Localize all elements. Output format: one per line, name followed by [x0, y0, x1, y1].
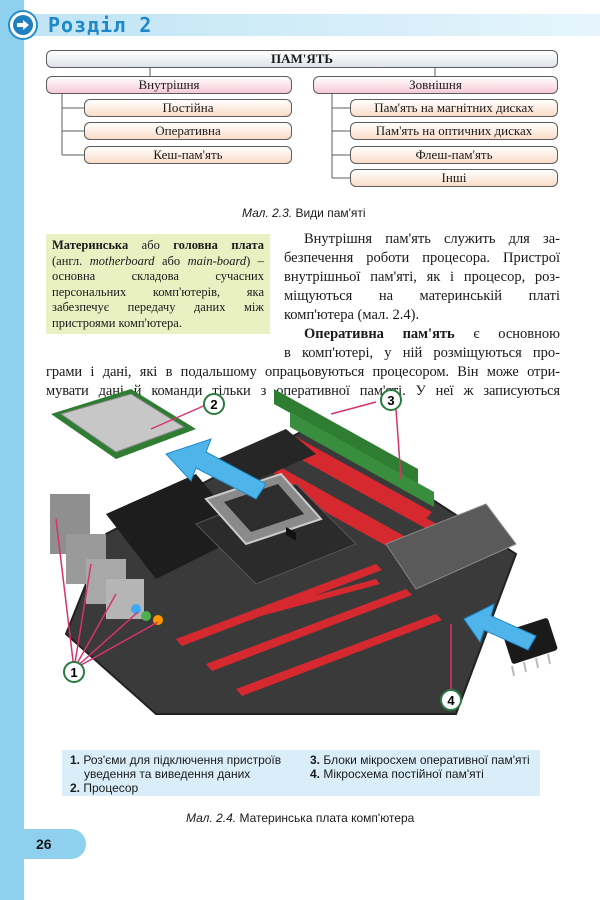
callout-1: 1	[63, 661, 85, 683]
paragraph-internal-memory: Внутрішня пам'ять служить для за- безпеч…	[284, 231, 560, 323]
chipset-heatsink	[385, 503, 517, 590]
pcie-slots	[176, 564, 442, 696]
paragraph-ram-line2: в комп'ютері, у ній розміщуються про-	[284, 345, 560, 361]
figure-caption-2-4: Мал. 2.4. Материнська плата комп'ютера	[186, 811, 415, 825]
arrow-to-rom-slot	[463, 603, 537, 651]
callout-4: 4	[440, 689, 462, 711]
diagram-item-cache: Кеш-пам'ять	[84, 146, 292, 164]
paragraph-ram-line4: мувати дані й команди тільки з оперативн…	[46, 383, 560, 399]
diagram-internal-memory: Внутрішня	[46, 76, 292, 94]
diagram-connectors	[61, 68, 436, 179]
paragraph-ram-line3: грами і дані, які в подальшому опрацьову…	[46, 364, 560, 380]
diagram-item-other: Інші	[350, 169, 558, 187]
paragraph-ram-line1: Оперативна пам'ять є основною	[304, 326, 560, 342]
diagram-item-ram: Оперативна	[84, 122, 292, 140]
svg-text:4: 4	[447, 693, 455, 708]
callout-2: 2	[203, 393, 225, 415]
arrow-to-cpu-socket	[165, 438, 267, 500]
ram-slots	[274, 432, 442, 569]
section-title: Розділ 2	[48, 13, 153, 37]
motherboard-illustration: 2 3 1 4	[50, 389, 558, 715]
page-number: 26	[24, 829, 86, 859]
svg-text:2: 2	[210, 397, 217, 412]
figure-legend: 1. Роз'єми для підключення пристроїв уве…	[62, 750, 540, 796]
left-color-strip	[0, 0, 24, 900]
legend-item-3: 3. Блоки мікросхем оперативної пам'яті	[310, 753, 530, 767]
legend-item-4: 4. Мікросхема постійної пам'яті	[310, 767, 484, 781]
figure-caption-2-3: Мал. 2.3. Види пам'яті	[242, 206, 366, 220]
diagram-item-magnetic: Пам'ять на магнітних дисках	[350, 99, 558, 117]
diagram-item-optical: Пам'ять на оптичних дисках	[350, 122, 558, 140]
cpu-chip	[51, 389, 196, 459]
svg-text:3: 3	[387, 393, 394, 408]
legend-item-1: 1. Роз'єми для підключення пристроїв	[70, 753, 282, 767]
diagram-external-memory: Зовнішня	[313, 76, 558, 94]
header-bar	[24, 14, 600, 36]
diagram-item-flash: Флеш-пам'ять	[350, 146, 558, 164]
diagram-root-memory: ПАМ'ЯТЬ	[46, 50, 558, 68]
legend-item-2: 2. Процесор	[70, 781, 139, 795]
arrow-right-icon	[8, 10, 38, 40]
svg-text:1: 1	[70, 665, 77, 680]
legend-item-1-line2: уведення та виведення даних	[84, 767, 251, 781]
ram-modules	[274, 389, 434, 541]
diagram-item-rom: Постійна	[84, 99, 292, 117]
definition-box: Материнська або головна плата (англ. mot…	[46, 234, 270, 334]
callout-3: 3	[380, 389, 402, 411]
cpu-socket-inner	[224, 484, 304, 532]
io-panel	[50, 494, 163, 625]
